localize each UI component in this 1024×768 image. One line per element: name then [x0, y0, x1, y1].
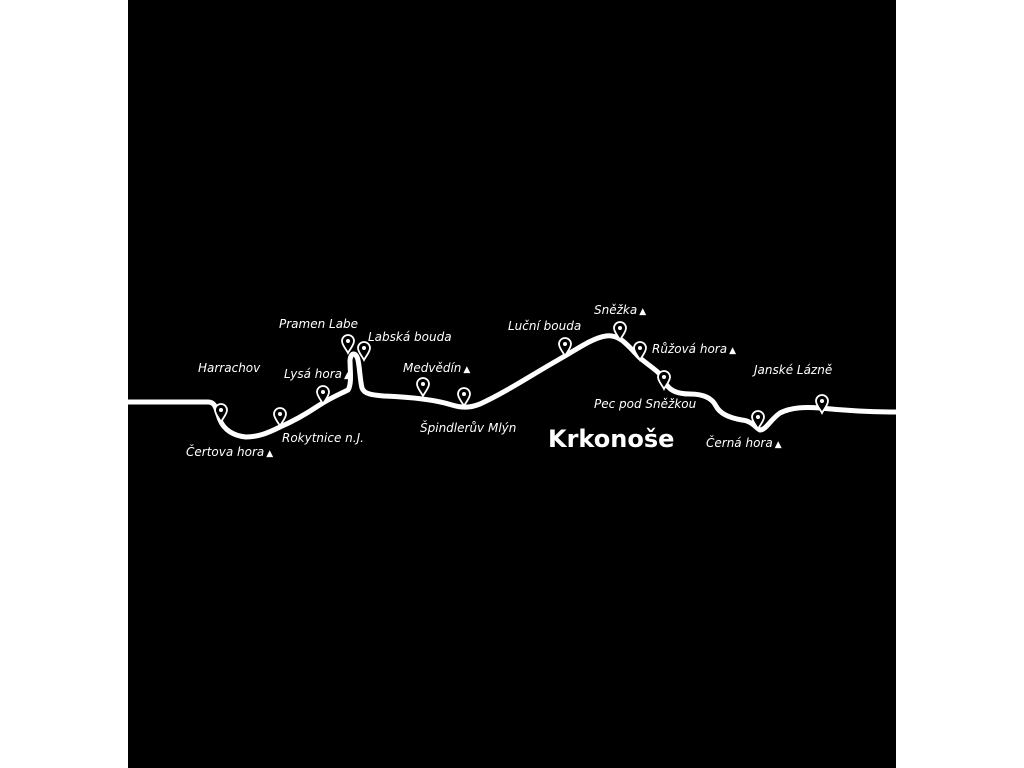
stop-label-lucni-bouda: Luční bouda — [508, 319, 581, 333]
stop-label-labska-bouda: Labská bouda — [368, 330, 452, 344]
map-pin-icon[interactable] — [357, 341, 371, 363]
stop-name: Luční bouda — [508, 319, 581, 333]
triangle-icon: ▲ — [463, 365, 470, 375]
stop-label-cerna-hora: Černá hora▲ — [706, 435, 782, 450]
map-pin-icon[interactable] — [558, 337, 572, 359]
map-pin-icon[interactable] — [815, 394, 829, 416]
triangle-icon: ▲ — [344, 371, 351, 381]
triangle-icon: ▲ — [775, 440, 782, 450]
stop-label-certova-hora: Čertova hora▲ — [186, 444, 273, 459]
route-line — [125, 333, 899, 440]
stop-label-medvedin: Medvědín▲ — [403, 361, 470, 375]
stop-name: Čertova hora — [186, 444, 264, 459]
stop-label-ruzova-hora: Růžová hora▲ — [652, 342, 736, 356]
map-pin-icon[interactable] — [657, 370, 671, 392]
stop-name: Lysá hora — [284, 367, 342, 381]
map-panel — [128, 0, 896, 768]
stop-name: Janské Lázně — [752, 363, 832, 377]
triangle-icon: ▲ — [639, 307, 646, 317]
map-title: Krkonoše — [548, 425, 674, 453]
map-pin-icon[interactable] — [316, 385, 330, 407]
map-pin-icon[interactable] — [273, 407, 287, 429]
map-pin-icon[interactable] — [457, 387, 471, 409]
stop-label-pramen-labe: Pramen Labe — [279, 317, 358, 331]
stop-name: Špindlerův Mlýn — [420, 420, 516, 435]
triangle-icon: ▲ — [266, 449, 273, 459]
stop-label-pec-pod-snezkou: Pec pod Sněžkou — [594, 397, 697, 411]
stop-name: Sněžka — [594, 303, 637, 317]
stop-name: Harrachov — [198, 361, 261, 375]
stop-name: Labská bouda — [368, 330, 452, 344]
stop-label-snezka: Sněžka▲ — [594, 303, 646, 317]
map-pin-icon[interactable] — [214, 403, 228, 425]
stop-name: Pec pod Sněžkou — [594, 397, 697, 411]
stop-label-harrachov: Harrachov — [198, 361, 261, 375]
stop-name: Růžová hora — [652, 342, 727, 356]
stop-name: Medvědín — [403, 361, 461, 375]
map-pin-icon[interactable] — [633, 341, 647, 363]
stop-name: Pramen Labe — [279, 317, 358, 331]
stop-name: Černá hora — [706, 435, 773, 450]
stop-label-janske-lazne: Janské Lázně — [752, 363, 832, 377]
stop-label-lysa-hora: Lysá hora▲ — [284, 367, 351, 381]
map-pin-icon[interactable] — [416, 377, 430, 399]
map-pin-icon[interactable] — [341, 334, 355, 356]
map-pin-icon[interactable] — [613, 321, 627, 343]
triangle-icon: ▲ — [729, 346, 736, 356]
map-pin-icon[interactable] — [751, 410, 765, 432]
stop-label-rokytnice: Rokytnice n.J. — [282, 431, 364, 445]
stop-name: Rokytnice n.J. — [282, 431, 364, 445]
stop-label-spindleruv-mlyn: Špindlerův Mlýn — [420, 420, 516, 435]
